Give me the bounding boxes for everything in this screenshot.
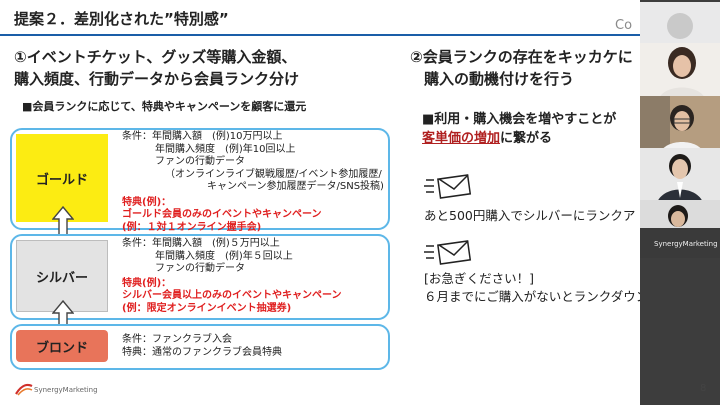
right-heading-line2: 購入の動機付けを行う bbox=[424, 70, 575, 88]
bronze-condition: 条件：ファンクラブ入会 bbox=[122, 334, 232, 345]
silver-conditions: 条件：年間購入額 (例)５万円以上 年間購入頻度 (例)年５回以上 ファンの行動… bbox=[122, 238, 342, 315]
left-bullet: ■会員ランクに応じて、特典やキャンペーンを顧客に還元 bbox=[22, 100, 307, 113]
participant-avatar bbox=[640, 43, 720, 101]
gold-benefit: ゴールド会員のみのイベントやキャンペーン bbox=[122, 209, 322, 220]
participant-background-logo: SynergyMarketing bbox=[654, 240, 718, 248]
right-heading-line1: ②会員ランクの存在をキッカケに bbox=[410, 48, 633, 66]
participant-tile-4[interactable] bbox=[640, 148, 720, 206]
message-rank-down-line1: [お急ぎください！] bbox=[424, 271, 535, 286]
message-rank-down: [お急ぎください！] ６月までにご購入がないとランクダウン…！ bbox=[424, 270, 673, 306]
participant-tile-2[interactable] bbox=[640, 43, 720, 101]
message-rank-up: あと500円購入でシルバーにランクア bbox=[424, 208, 636, 223]
gold-condition-5: キャンペーン参加履歴データ/SNS投稿) bbox=[207, 181, 384, 192]
video-participants-panel: SynergyMarketing bbox=[640, 0, 720, 405]
participant-avatar bbox=[640, 148, 720, 206]
bronze-benefit: 特典：通常のファンクラブ会員特典 bbox=[122, 347, 282, 358]
bronze-conditions: 条件：ファンクラブ入会 特典：通常のファンクラブ会員特典 bbox=[122, 333, 282, 359]
slide-title: 提案２．差別化された”特別感” bbox=[14, 10, 229, 28]
up-arrow-icon bbox=[52, 206, 74, 236]
right-bullet-line1: ■利用・購入機会を増やすことが bbox=[422, 112, 617, 127]
participant-tile-5[interactable]: SynergyMarketing bbox=[640, 200, 720, 258]
right-bullet-rest: に繋がる bbox=[500, 131, 553, 146]
highlight-text: 客単価の増加 bbox=[422, 131, 501, 146]
mail-icon bbox=[424, 240, 472, 265]
left-heading: ①イベントチケット、グッズ等購入金額、 購入頻度、行動データから会員ランク分け bbox=[14, 46, 299, 90]
participant-avatar bbox=[640, 200, 720, 258]
right-bullet: ■利用・購入機会を増やすことが 客単価の増加に繋がる bbox=[422, 110, 616, 148]
gold-condition-2: 年間購入頻度 (例)年10回以上 bbox=[155, 143, 296, 155]
silver-benefit: シルバー会員以上のみのイベントやキャンペーン bbox=[122, 290, 342, 301]
silver-condition-1: 条件：年間購入額 (例)５万円以上 bbox=[122, 238, 280, 249]
gold-condition-3: ファンの行動データ bbox=[155, 156, 245, 167]
right-bullet-line2: 客単価の増加に繋がる bbox=[422, 129, 616, 148]
participant-avatar bbox=[640, 96, 720, 154]
silver-benefit-example: (例：限定オンラインイベント抽選券) bbox=[122, 302, 292, 314]
gold-condition-4: （オンラインライブ観戦履歴/イベント参加履歴/ bbox=[165, 168, 382, 180]
gold-benefit-label: 特典(例)： bbox=[122, 196, 172, 208]
right-heading: ②会員ランクの存在をキッカケに 購入の動機付けを行う bbox=[410, 46, 633, 90]
footer-logo-text: SynergyMarketing bbox=[34, 386, 98, 394]
gold-conditions: 条件：年間購入額 (例)10万円以上 年間購入頻度 (例)年10回以上 ファンの… bbox=[122, 131, 384, 234]
message-rank-down-line2: ６月までにご購入がないとランクダウン…！ bbox=[424, 289, 674, 304]
bronze-rank-badge: ブロンド bbox=[16, 330, 108, 362]
gold-benefit-example: (例：１対１オンライン握手会) bbox=[122, 221, 262, 233]
silver-benefit-label: 特典(例)： bbox=[122, 277, 172, 289]
mail-icon bbox=[424, 174, 472, 199]
silver-condition-3: ファンの行動データ bbox=[155, 263, 245, 274]
silver-rank-badge: シルバー bbox=[16, 240, 108, 312]
company-logo-icon bbox=[15, 383, 33, 396]
silver-condition-2: 年間購入頻度 (例)年５回以上 bbox=[155, 250, 293, 262]
left-heading-line1: ①イベントチケット、グッズ等購入金額、 bbox=[14, 48, 297, 66]
participant-tile-3[interactable] bbox=[640, 96, 720, 154]
gold-condition-1: 条件：年間購入額 (例)10万円以上 bbox=[122, 131, 283, 142]
left-heading-line2: 購入頻度、行動データから会員ランク分け bbox=[14, 70, 300, 88]
page-number: 8 bbox=[700, 383, 707, 394]
title-divider bbox=[0, 34, 640, 36]
corner-label: Co bbox=[615, 18, 633, 33]
